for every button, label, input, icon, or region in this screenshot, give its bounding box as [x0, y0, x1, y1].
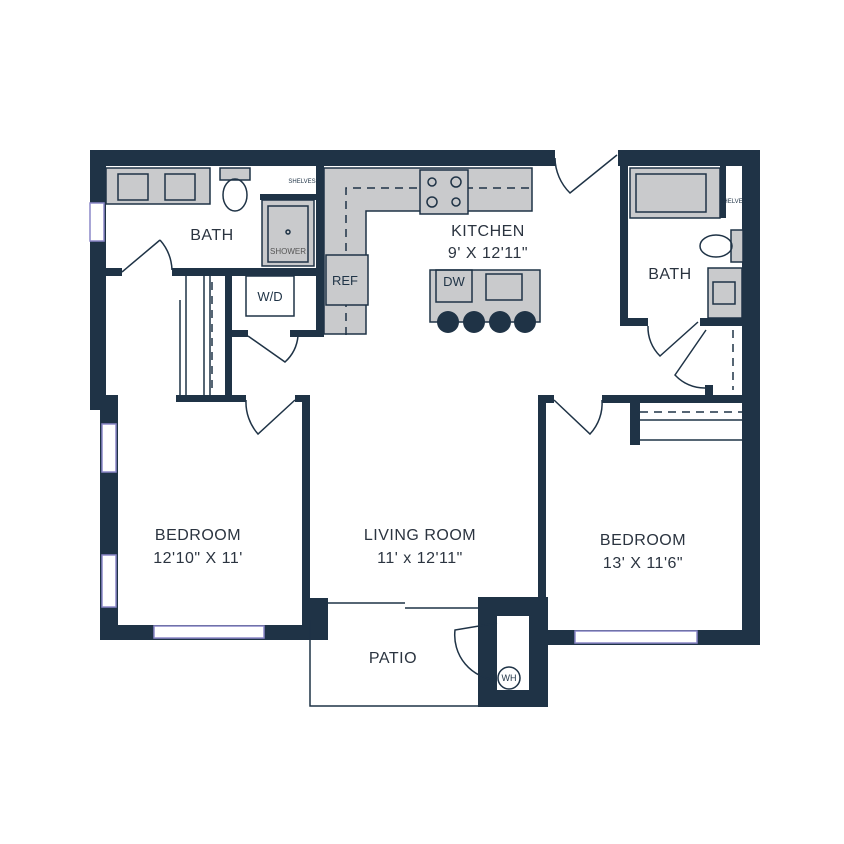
room-dims-bedroom-left: 12'10" X 11' — [153, 550, 243, 567]
room-label-bedroom-left: BEDROOM — [155, 527, 241, 544]
bedroom-right-door[interactable] — [553, 399, 603, 436]
wh-label: WH — [502, 673, 517, 683]
room-dims-kitchen: 9' X 12'11" — [448, 245, 528, 262]
patio-outline — [309, 620, 478, 707]
refrigerator — [325, 254, 369, 306]
sink-icon — [117, 173, 149, 201]
room-label-patio: PATIO — [369, 650, 417, 667]
range-icon — [419, 169, 469, 215]
room-dims-living: 11' x 12'11" — [377, 550, 463, 567]
bath-door[interactable] — [121, 239, 173, 273]
room-label-bath-right: BATH — [648, 266, 691, 283]
room-label-bedroom-right: BEDROOM — [600, 532, 686, 549]
room-dims-bedroom-right: 13' X 11'6" — [603, 555, 683, 572]
dishwasher — [435, 269, 473, 303]
washer-dryer — [245, 275, 295, 317]
bar-stools — [437, 311, 536, 333]
shower-label: SHOWER — [270, 247, 306, 256]
kitchen-counter — [323, 167, 533, 335]
room-label-bath: BATH — [190, 227, 233, 244]
wh-closet-door[interactable] — [453, 622, 498, 681]
room-label-living: LIVING ROOM — [364, 527, 476, 544]
room-label-kitchen: KITCHEN — [451, 223, 525, 240]
toilet-icon — [222, 178, 248, 212]
sink-icon — [164, 173, 196, 201]
closet-door[interactable] — [674, 329, 707, 389]
toilet-tank — [219, 167, 251, 181]
sink-icon — [485, 273, 523, 301]
entry-door[interactable] — [554, 154, 618, 195]
dw-label: DW — [443, 274, 465, 289]
shower — [261, 199, 315, 267]
sink-icon — [712, 281, 736, 305]
shelves-label: SHELVES — [288, 179, 315, 185]
closet-right[interactable] — [640, 419, 742, 441]
toilet-tank — [730, 229, 744, 263]
water-heater — [497, 666, 521, 690]
laundry-door[interactable] — [247, 335, 299, 363]
wd-label: W/D — [257, 289, 282, 304]
windows — [89, 202, 698, 644]
bathtub — [629, 167, 721, 219]
ref-label: REF — [332, 273, 358, 288]
sliding-door[interactable] — [328, 602, 478, 609]
bedroom-left-door[interactable] — [245, 399, 296, 436]
shelves-label: SHELVES — [719, 199, 746, 205]
toilet-icon — [699, 234, 733, 258]
closet-doors[interactable] — [179, 276, 211, 395]
bath-right-door[interactable] — [647, 321, 699, 358]
